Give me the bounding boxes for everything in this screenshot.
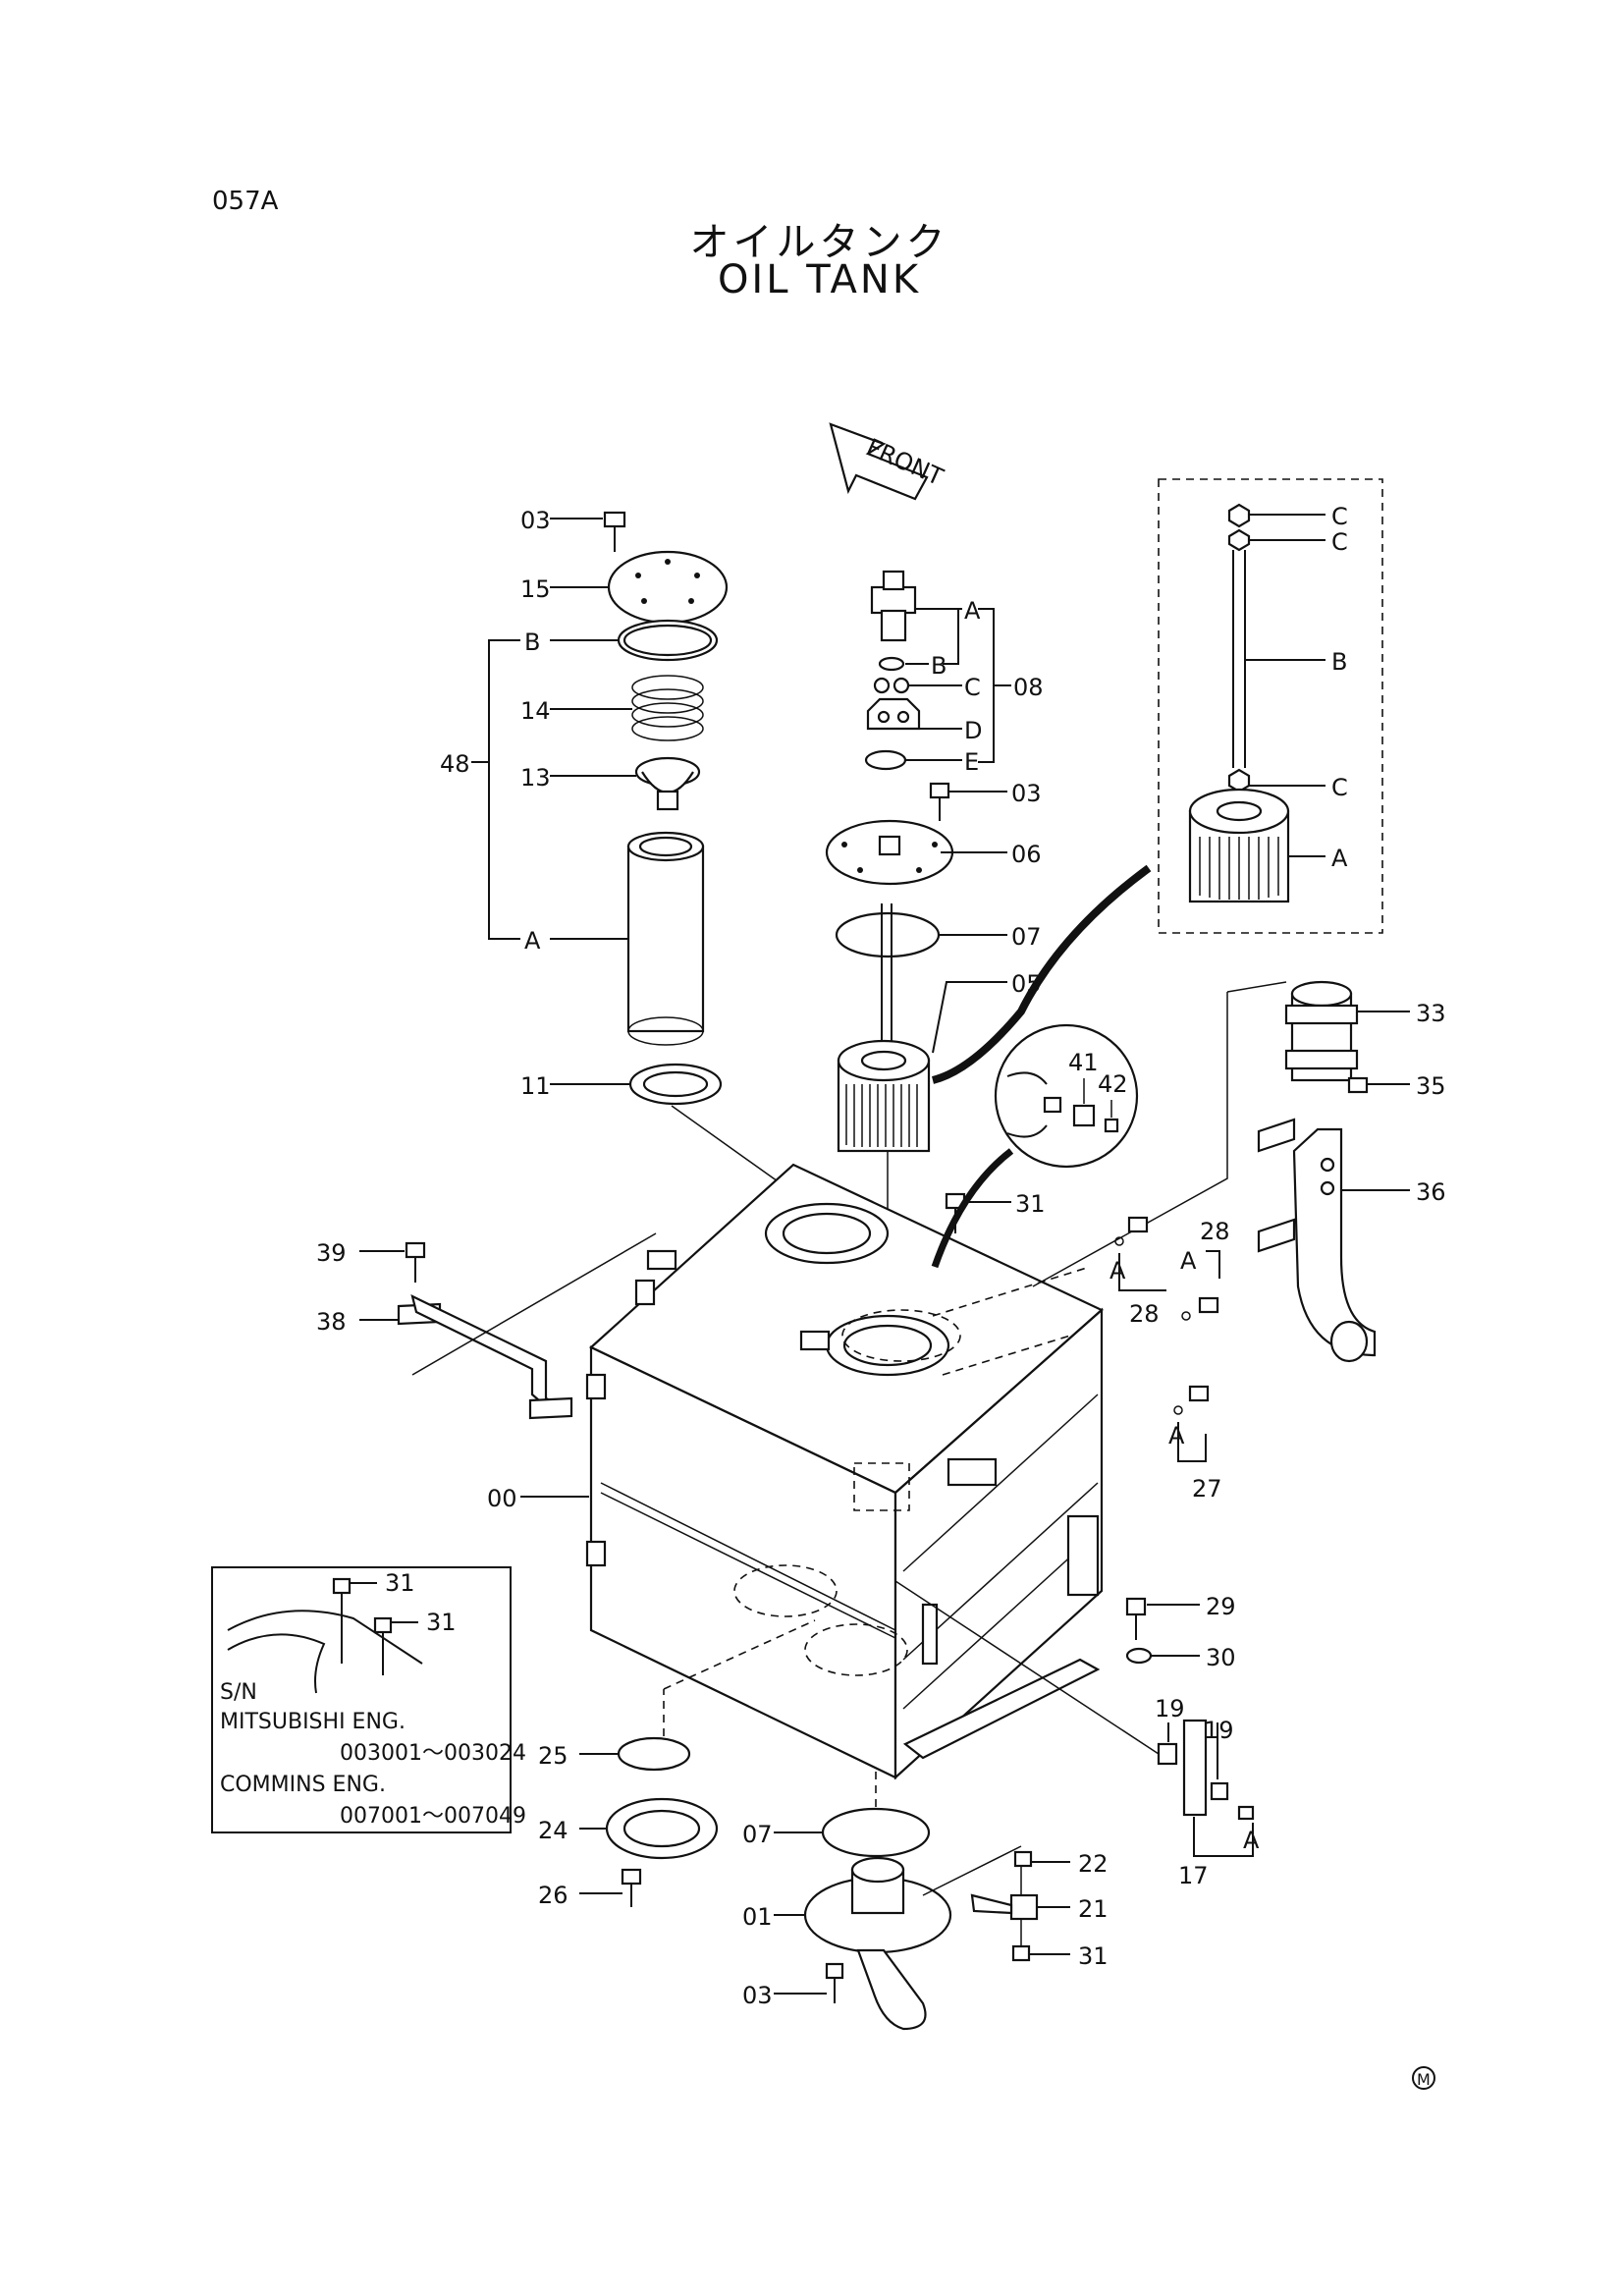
- callout-05: 05: [1011, 970, 1042, 998]
- callout-A-element: A: [1331, 845, 1348, 872]
- callout-00: 00: [487, 1485, 517, 1512]
- callout-03c: 03: [742, 1982, 773, 2009]
- callout-B-08: B: [931, 652, 947, 680]
- callout-36: 36: [1416, 1178, 1446, 1206]
- callout-25: 25: [538, 1742, 568, 1770]
- callout-C-1: C: [1331, 503, 1348, 530]
- callout-27: 27: [1192, 1475, 1222, 1503]
- serial-inset: 31 31 S/N MITSUBISHI ENG. 003001～003024 …: [211, 1566, 526, 1833]
- breather-assembly-08: [825, 570, 1011, 1345]
- suction-flange-01: [774, 1768, 1022, 2031]
- inset-engine-2: COMMINS ENG.: [220, 1773, 386, 1797]
- callout-C-2: C: [1331, 528, 1348, 556]
- callout-03b: 03: [1011, 780, 1042, 807]
- callout-01: 01: [742, 1903, 773, 1931]
- bolt-29-washer-30: [1125, 1597, 1200, 1665]
- callout-A-27: A: [1168, 1422, 1185, 1449]
- callout-31a: 31: [1015, 1190, 1046, 1218]
- callout-06: 06: [1011, 841, 1042, 868]
- inset-range-1: 003001～003024: [340, 1741, 526, 1766]
- callout-24: 24: [538, 1817, 568, 1844]
- inset-callout-31a: 31: [385, 1569, 415, 1597]
- callout-48: 48: [440, 750, 470, 778]
- callout-33: 33: [1416, 1000, 1446, 1027]
- callout-C-08: C: [964, 674, 981, 701]
- callout-28b: 28: [1129, 1300, 1160, 1328]
- page-title: OIL TANK: [717, 257, 922, 302]
- callout-B-rod: B: [1331, 648, 1347, 676]
- page-title-japanese: オイルタンク: [689, 220, 949, 265]
- callout-35: 35: [1416, 1072, 1446, 1100]
- callout-labels: 03 15 B 14 48 13 A 11 A B C D E 08 03 06…: [316, 503, 1446, 2009]
- callout-13: 13: [520, 764, 551, 792]
- handle-38: [359, 1232, 657, 1420]
- callout-D-08: D: [964, 717, 982, 744]
- inset-engine-1: MITSUBISHI ENG.: [220, 1710, 406, 1734]
- inset-callout-31b: 31: [426, 1609, 457, 1636]
- return-pipe-36: [1032, 980, 1410, 1363]
- inset-serial-label: S/N: [220, 1680, 257, 1705]
- callout-A-48: A: [524, 927, 541, 955]
- callout-28a: 28: [1200, 1218, 1230, 1245]
- callout-39: 39: [316, 1239, 347, 1267]
- callout-08: 08: [1013, 674, 1044, 701]
- detail-box-element: [931, 478, 1383, 1084]
- callout-41: 41: [1068, 1049, 1099, 1076]
- filter-assembly-48: [471, 511, 816, 1209]
- manual-mark: M: [1412, 2066, 1435, 2090]
- oil-tank-body: [520, 1163, 1104, 1780]
- callout-42: 42: [1098, 1070, 1128, 1098]
- manual-mark-letter: M: [1417, 2070, 1431, 2089]
- callout-11: 11: [520, 1072, 551, 1100]
- bottom-seals-24-25: [579, 1619, 816, 1907]
- front-arrow: FRONT: [829, 422, 947, 501]
- callout-31b: 31: [1078, 1942, 1109, 1970]
- callout-38: 38: [316, 1308, 347, 1336]
- page-code: 057A: [212, 187, 279, 216]
- level-gauge-17: [894, 1580, 1255, 1857]
- callout-21: 21: [1078, 1895, 1109, 1923]
- callout-17: 17: [1178, 1862, 1209, 1889]
- callout-15: 15: [520, 575, 551, 603]
- detail-circle-41-42: [931, 1023, 1139, 1269]
- callout-29: 29: [1206, 1593, 1236, 1620]
- drain-valve-21: [970, 1850, 1070, 1962]
- callout-A-28a: A: [1180, 1247, 1197, 1275]
- callout-22: 22: [1078, 1850, 1109, 1878]
- callout-E-08: E: [964, 748, 979, 776]
- callout-07b: 07: [742, 1821, 773, 1848]
- callout-C-3: C: [1331, 774, 1348, 801]
- callout-A-08: A: [964, 597, 981, 625]
- callout-07a: 07: [1011, 923, 1042, 951]
- plugs-27-28: [1114, 1216, 1220, 1462]
- callout-26: 26: [538, 1882, 568, 1909]
- callout-19b: 19: [1204, 1717, 1234, 1744]
- callout-A-28b: A: [1109, 1257, 1126, 1285]
- callout-A-17: A: [1243, 1827, 1260, 1854]
- callout-30: 30: [1206, 1644, 1236, 1671]
- callout-B-48: B: [524, 629, 540, 656]
- callout-14: 14: [520, 697, 551, 725]
- callout-03a: 03: [520, 507, 551, 534]
- callout-19a: 19: [1155, 1695, 1185, 1722]
- inset-range-2: 007001～007049: [340, 1804, 526, 1829]
